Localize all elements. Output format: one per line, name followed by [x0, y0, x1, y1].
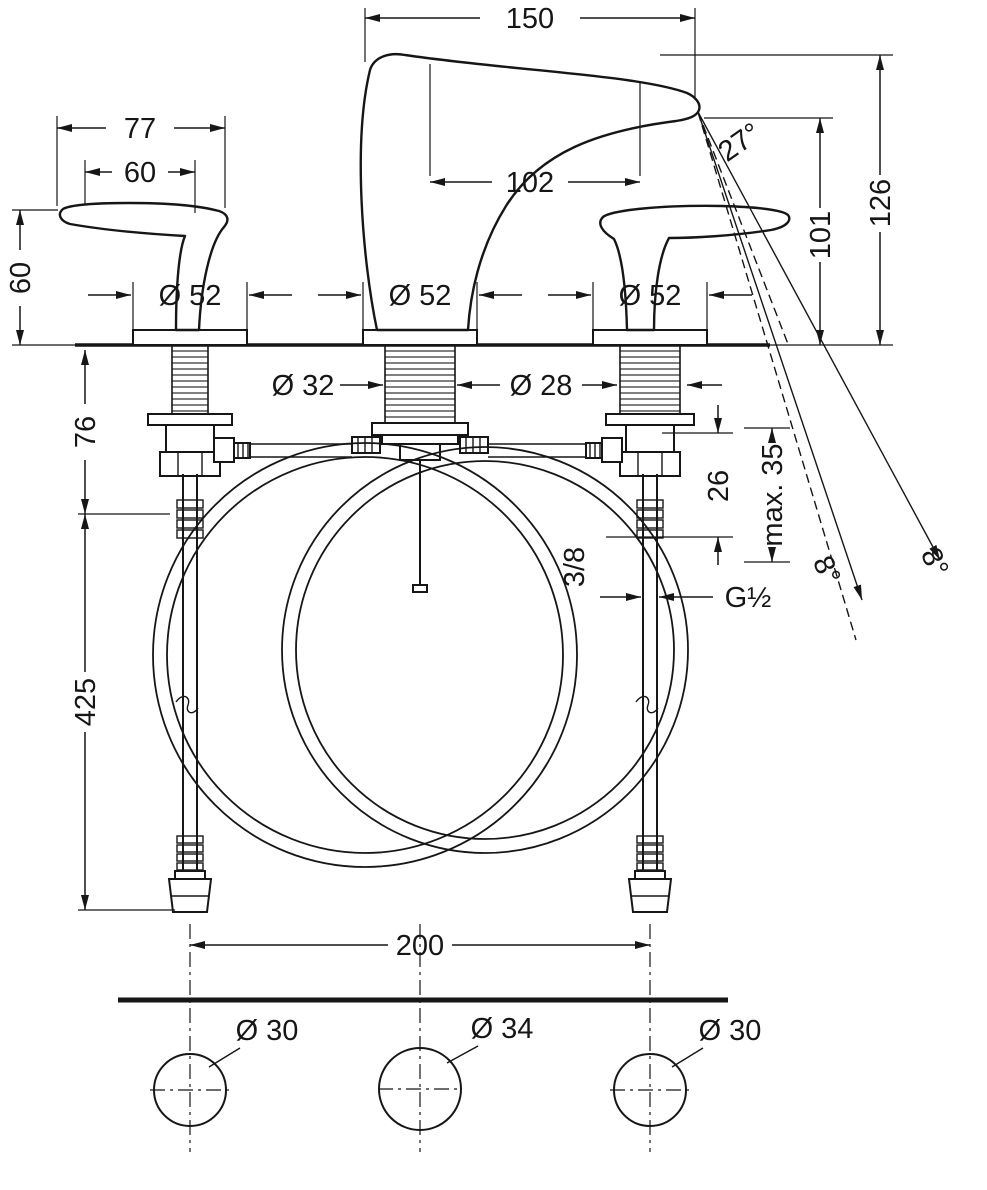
dim-102-label: 102 — [506, 167, 554, 199]
right-pipe-corrugation-bottom — [636, 835, 664, 871]
pipe-break-mark — [175, 695, 199, 714]
dimensions: 150 77 60 102 Ø 52 Ø 52 Ø 52 Ø 32 Ø 28 1… — [5, 3, 897, 962]
below-deck-hardware — [147, 344, 695, 593]
dim-425-label: 425 — [70, 678, 102, 726]
dim-max35-label: max. 35 — [757, 443, 789, 546]
plan-hole-left — [153, 1053, 227, 1127]
left-pipe-corrugation-top — [176, 499, 204, 539]
dim-76-label: 76 — [70, 416, 102, 448]
dim-d52-right-label: Ø 52 — [619, 280, 682, 312]
dim-60-top-label: 60 — [124, 157, 156, 189]
dim-d28-label: Ø 28 — [510, 370, 573, 402]
left-pipe-corrugation-bottom — [176, 835, 204, 871]
dim-77-label: 77 — [124, 113, 156, 145]
dim-101-label: 101 — [805, 211, 837, 259]
spout-base — [362, 329, 478, 346]
faucet-bodies — [58, 53, 791, 346]
dim-26-label: 26 — [703, 470, 735, 502]
right-supply-pipe — [627, 474, 673, 913]
pipe-break-mark — [635, 695, 659, 714]
left-handle-base — [132, 329, 248, 346]
hole-centerlines — [189, 924, 651, 1152]
hole-right-diameter-label: Ø 30 — [699, 1015, 762, 1047]
dim-200-label: 200 — [396, 930, 444, 962]
dim-126-label: 126 — [865, 179, 897, 227]
plan-hole-right — [613, 1053, 687, 1127]
right-valve-assembly — [488, 344, 695, 477]
angle-8-label: 8° — [914, 543, 955, 581]
left-valve-assembly — [147, 344, 352, 477]
dim-d52-center-label: Ø 52 — [389, 280, 452, 312]
right-handle-outline — [599, 204, 791, 332]
angle-27-label: 27° — [713, 117, 767, 168]
center-shaft-assembly — [351, 344, 489, 593]
dim-g12-thread-label: G½ — [725, 582, 772, 614]
hole-left-diameter-label: Ø 30 — [236, 1015, 299, 1047]
left-handle-outline — [58, 201, 229, 332]
stream-angle-lines: 27° 8° 8° — [697, 111, 955, 641]
right-handle-base — [592, 329, 708, 346]
right-pipe-corrugation-top — [636, 499, 664, 539]
hole-plan-view: Ø 30 Ø 34 Ø 30 — [118, 924, 761, 1152]
dim-38-thread-label: 3/8 — [559, 547, 591, 587]
left-supply-pipe — [167, 474, 213, 913]
plan-hole-center — [378, 1047, 462, 1131]
dim-60-left-label: 60 — [5, 262, 37, 294]
dim-150-label: 150 — [506, 3, 554, 35]
dim-d32-label: Ø 32 — [272, 370, 335, 402]
dim-d52-left-label: Ø 52 — [159, 280, 222, 312]
hole-label-leaders — [208, 1045, 704, 1068]
hole-center-diameter-label: Ø 34 — [471, 1013, 534, 1045]
flexible-hose-loops — [152, 442, 689, 868]
spout-outline — [359, 53, 701, 332]
angle-8-label: 8° — [806, 551, 847, 589]
